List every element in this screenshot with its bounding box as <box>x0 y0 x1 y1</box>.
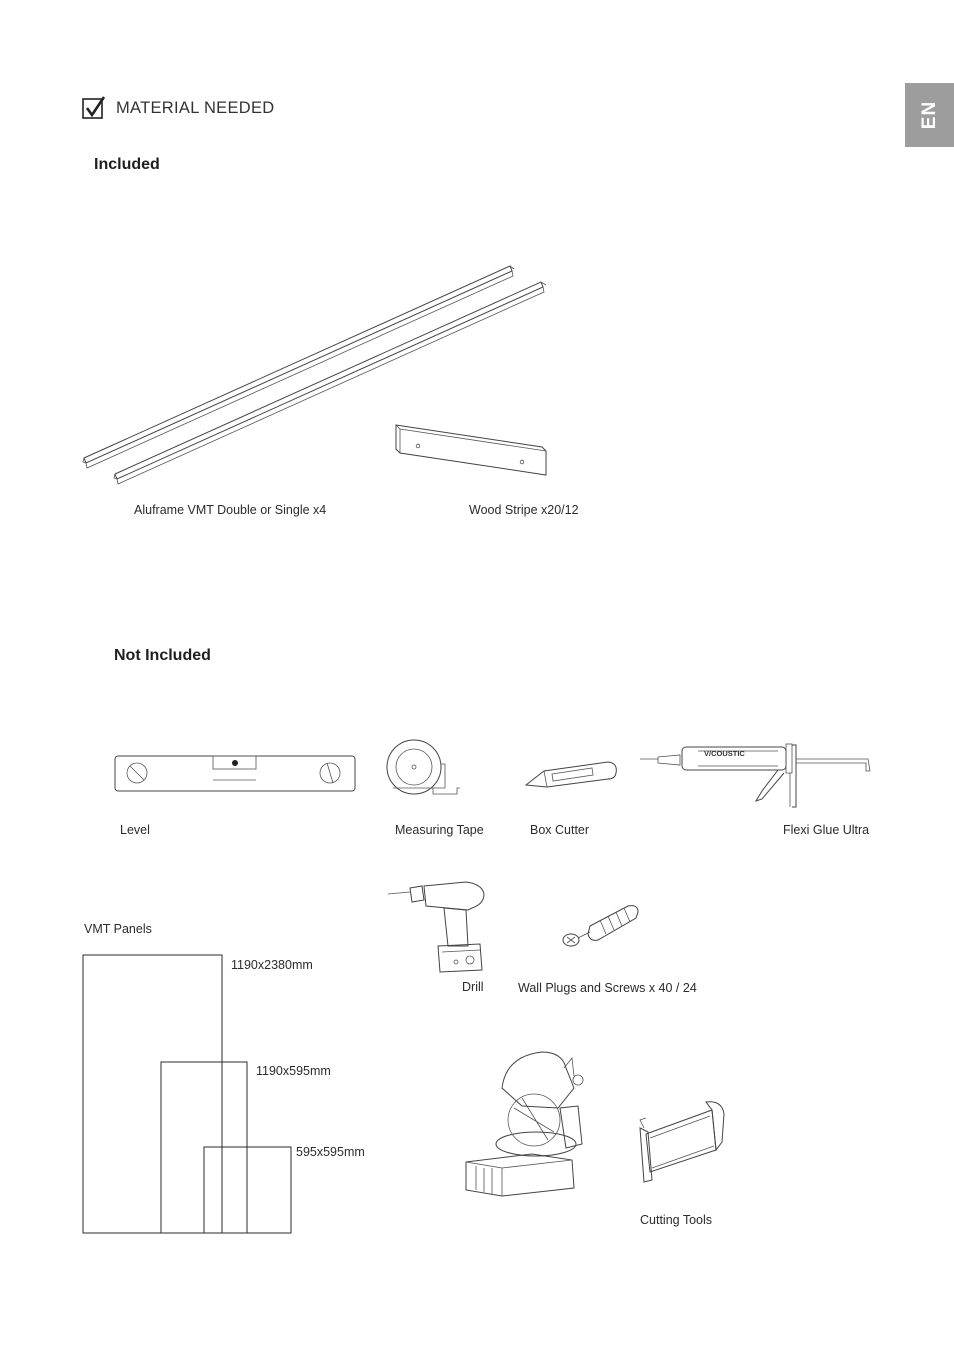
box-cutter-label: Box Cutter <box>530 823 590 837</box>
language-tab[interactable]: EN <box>905 83 954 147</box>
hacksaw-icon <box>639 1101 725 1183</box>
vmt-panels-heading: VMT Panels <box>84 922 152 936</box>
panel-size-medium: 1190x595mm <box>256 1064 331 1078</box>
language-tab-label: EN <box>918 100 940 130</box>
measuring-tape-icon <box>386 739 460 795</box>
glue-label: Flexi Glue Ultra <box>783 823 870 837</box>
panel-size-small: 595x595mm <box>296 1145 365 1159</box>
panel-size-large: 1190x2380mm <box>231 958 313 972</box>
wall-plug-screw-icon <box>562 905 639 947</box>
checkbox-checked-icon <box>82 96 106 119</box>
box-cutter-icon <box>524 761 617 788</box>
glue-gun-icon: V/COUSTIC <box>640 743 871 808</box>
wood-stripe-icon <box>395 424 547 476</box>
page-title: MATERIAL NEEDED <box>116 99 275 117</box>
included-heading: Included <box>94 156 160 173</box>
wood-stripe-label: Wood Stripe x20/12 <box>469 503 579 517</box>
panel-large <box>82 954 223 1234</box>
miter-saw-icon <box>465 1051 584 1197</box>
cutting-tools-label: Cutting Tools <box>640 1213 713 1227</box>
panel-small <box>203 1146 292 1234</box>
drill-icon <box>387 881 485 973</box>
svg-text:V/COUSTIC: V/COUSTIC <box>704 749 745 758</box>
not-included-heading: Not Included <box>114 647 211 664</box>
aluframe-rails-icon <box>82 265 547 485</box>
drill-label: Drill <box>462 980 484 994</box>
aluframe-label: Aluframe VMT Double or Single x4 <box>134 503 327 517</box>
wall-plugs-label: Wall Plugs and Screws x 40 / 24 <box>518 981 697 995</box>
spirit-level-icon <box>114 755 356 792</box>
level-label: Level <box>120 823 150 837</box>
vmt-panels-diagram <box>82 954 292 1234</box>
measuring-tape-label: Measuring Tape <box>395 823 484 837</box>
